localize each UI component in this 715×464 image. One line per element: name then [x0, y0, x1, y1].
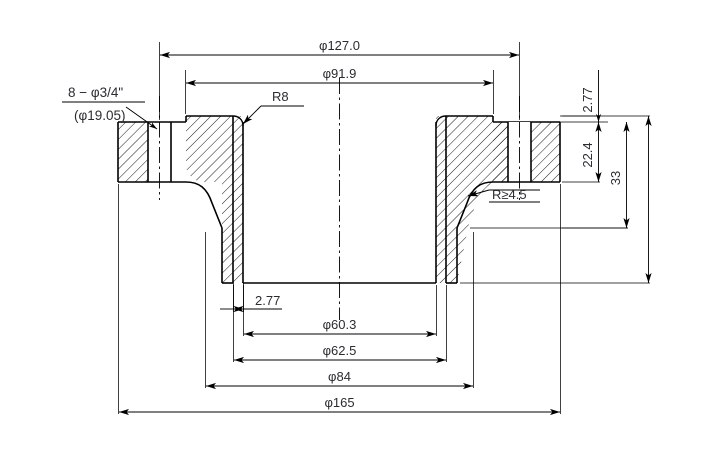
dimtext-dia91_9: φ91.9	[323, 66, 357, 81]
right-flange-plate	[493, 122, 561, 183]
left-flange-outline	[117, 115, 233, 183]
bolt-note-line1: 8 − φ3/4"	[68, 85, 123, 100]
dimtext-dia62_5: φ62.5	[323, 343, 357, 358]
right-hub-fillet	[446, 181, 494, 284]
extension-lines	[118, 42, 650, 414]
leader-bolt-note	[125, 106, 158, 130]
right-hub-hatch	[446, 116, 508, 283]
part-geometry	[117, 115, 561, 284]
right-flange-inner-hatch	[493, 122, 508, 182]
right-flange-outer-hatch	[531, 122, 560, 182]
leader-r8	[242, 105, 262, 125]
leader-lines	[62, 101, 540, 203]
dimtext-r-min-4-5: R≥4.5	[492, 187, 527, 202]
left-hub-fillet	[185, 181, 233, 284]
dimtext-dia127: φ127.0	[319, 38, 360, 53]
bolt-note-line2: (φ19.05)	[74, 108, 126, 123]
dimension-lines	[119, 51, 652, 416]
dimtext-wall2_77: 2.77	[255, 293, 280, 308]
left-hub-hatch	[171, 116, 233, 283]
left-neck-wall-hatch	[233, 116, 243, 283]
center-lines	[159, 78, 520, 320]
dimtext-right2_77: 2.77	[580, 87, 595, 112]
leader-r45	[467, 189, 490, 197]
right-inner-corner-fillet	[435, 115, 447, 127]
left-flange-plate-hatch-outer	[118, 122, 148, 182]
right-neck-wall-hatch	[436, 116, 446, 283]
dimtext-22_4: 22.4	[580, 142, 595, 167]
dimtext-dia60_3: φ60.3	[323, 317, 357, 332]
dimension-text-layer: 8 − φ3/4" (φ19.05) φ127.0 φ91.9 R8 R≥4.5…	[68, 38, 623, 410]
dimtext-dia84: φ84	[328, 369, 351, 384]
left-inner-corner-fillet-r8	[232, 115, 244, 127]
dimtext-r8: R8	[272, 89, 289, 104]
dimtext-dia165: φ165	[324, 395, 354, 410]
dimtext-33: 33	[608, 171, 623, 185]
